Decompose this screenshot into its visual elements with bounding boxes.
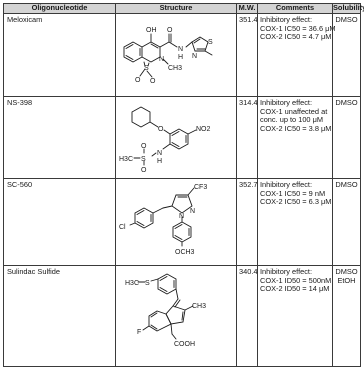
comments-cell: Inhibitory effect: COX-1 ID50 = 500nM CO… bbox=[257, 265, 333, 367]
compound-table: Oligonucleotide Structure M.W. Comments … bbox=[3, 3, 364, 367]
mol-label-o: O bbox=[158, 126, 164, 133]
compound-name: SC-560 bbox=[3, 178, 116, 266]
comment-line: COX-2 ID50 = 14 μM bbox=[260, 284, 330, 294]
mol-label-n1: N bbox=[190, 208, 195, 215]
table-row: NS-398 O bbox=[3, 96, 361, 179]
structure-cell: H3C S CH3 F COOH bbox=[115, 265, 237, 367]
solubility-value: EtOH bbox=[337, 275, 356, 285]
comment-line: Inhibitory effect: bbox=[260, 15, 313, 24]
mol-label-o2: O bbox=[150, 78, 156, 85]
comment-line: COX-1 IC50 = 9 nM bbox=[260, 188, 326, 198]
compound-name: Sulindac Sulfide bbox=[3, 265, 116, 367]
mol-label-n2: N bbox=[179, 213, 184, 220]
mol-label-s: S bbox=[145, 280, 150, 287]
solubility-cell: DMSO bbox=[332, 96, 361, 179]
mol-label-o2: O bbox=[141, 167, 147, 174]
comments-cell: Inhibitory effect: COX-1 IC50 = 36.6 μM … bbox=[257, 13, 336, 97]
comments-cell: Inhibitory effect: COX-1 IC50 = 9 nM COX… bbox=[257, 178, 333, 266]
comment-line: Inhibitory effect: bbox=[260, 98, 313, 107]
mol-label-s2: S bbox=[208, 39, 213, 46]
mol-label-ch3a: CH3 bbox=[168, 65, 182, 72]
header-oligonucleotide: Oligonucleotide bbox=[3, 3, 116, 14]
mol-label-ch3: CH3 bbox=[192, 303, 206, 310]
solubility-value: DMSO bbox=[335, 180, 358, 189]
comment-line: COX-2 IC50 = 3.8 μM bbox=[260, 123, 332, 133]
mol-label-o1: O bbox=[141, 143, 147, 150]
sc560-structure: CF3 Cl N N OCH3 bbox=[119, 184, 207, 256]
solubility-value: DMSO bbox=[335, 98, 358, 107]
ns398-structure: O NO2 N H S O O H3C bbox=[119, 106, 211, 174]
mol-label-h: H bbox=[178, 54, 183, 61]
table-row: Meloxicam bbox=[3, 13, 361, 97]
solubility-value: DMSO bbox=[335, 267, 358, 276]
mol-label-oh: OH bbox=[146, 27, 157, 34]
mol-label-n: N bbox=[157, 150, 162, 157]
solubility-cell: DMSO bbox=[332, 13, 361, 97]
comment-line: COX-1 IC50 = 36.6 μM bbox=[260, 23, 336, 33]
header-row: Oligonucleotide Structure M.W. Comments … bbox=[3, 3, 364, 14]
comment-line: COX-2 IC50 = 4.7 μM bbox=[260, 32, 332, 42]
comments-cell: Inhibitory effect: COX-1 unaffected at c… bbox=[257, 96, 333, 179]
mol-label-h: H bbox=[157, 158, 162, 165]
mol-label-n1: N bbox=[178, 46, 183, 53]
structure-cell: OH O N H S N N CH3 S O O bbox=[115, 13, 237, 97]
header-comments: Comments bbox=[257, 3, 333, 14]
mol-label-f: F bbox=[137, 329, 141, 336]
structure-cell: O NO2 N H S O O H3C bbox=[115, 96, 237, 179]
mol-label-o: O bbox=[167, 27, 173, 34]
comment-line: COX-2 IC50 = 6.3 μM bbox=[260, 197, 332, 207]
compound-name: NS-398 bbox=[3, 96, 116, 179]
molecular-weight: 352.7 bbox=[236, 178, 258, 266]
header-mw: M.W. bbox=[236, 3, 258, 14]
solubility-cell: DMSO EtOH bbox=[332, 265, 361, 367]
mol-label-n2: N bbox=[159, 56, 164, 63]
comment-line: conc. up to 100 μM bbox=[260, 115, 324, 125]
comment-line: COX-1 unaffected at bbox=[260, 106, 328, 116]
mol-label-h3c: H3C bbox=[125, 280, 139, 287]
comment-line: Inhibitory effect: bbox=[260, 180, 313, 189]
mol-label-n3: N bbox=[192, 53, 197, 60]
comment-line: Inhibitory effect: bbox=[260, 267, 313, 276]
table-row: SC-560 bbox=[3, 178, 361, 266]
mol-label-cooh: COOH bbox=[174, 341, 195, 348]
mol-label-cf3: CF3 bbox=[194, 184, 207, 191]
mol-label-s: S bbox=[141, 156, 146, 163]
sulindac-structure: H3C S CH3 F COOH bbox=[125, 273, 206, 348]
molecular-weight: 340.4 bbox=[236, 265, 258, 367]
table-row: Sulindac Sulfide bbox=[3, 265, 361, 367]
header-structure: Structure bbox=[115, 3, 237, 14]
molecular-weight: 314.4 bbox=[236, 96, 258, 179]
meloxicam-structure: OH O N H S N N CH3 S O O bbox=[123, 27, 213, 85]
mol-label-och3: OCH3 bbox=[175, 249, 195, 256]
header-solubility: Solubility bbox=[332, 3, 364, 14]
mol-label-cl: Cl bbox=[119, 224, 126, 231]
structure-cell: CF3 Cl N N OCH3 bbox=[115, 178, 237, 266]
solubility-cell: DMSO bbox=[332, 178, 361, 266]
mol-label-s1: S bbox=[144, 65, 149, 72]
solubility-value: DMSO bbox=[335, 15, 358, 24]
mol-label-o1: O bbox=[135, 77, 141, 84]
mol-label-h3c: H3C bbox=[119, 156, 133, 163]
compound-name: Meloxicam bbox=[3, 13, 116, 97]
mol-label-no2: NO2 bbox=[196, 126, 211, 133]
comment-line: COX-1 ID50 = 500nM bbox=[260, 275, 332, 285]
molecular-weight: 351.4 bbox=[236, 13, 258, 97]
